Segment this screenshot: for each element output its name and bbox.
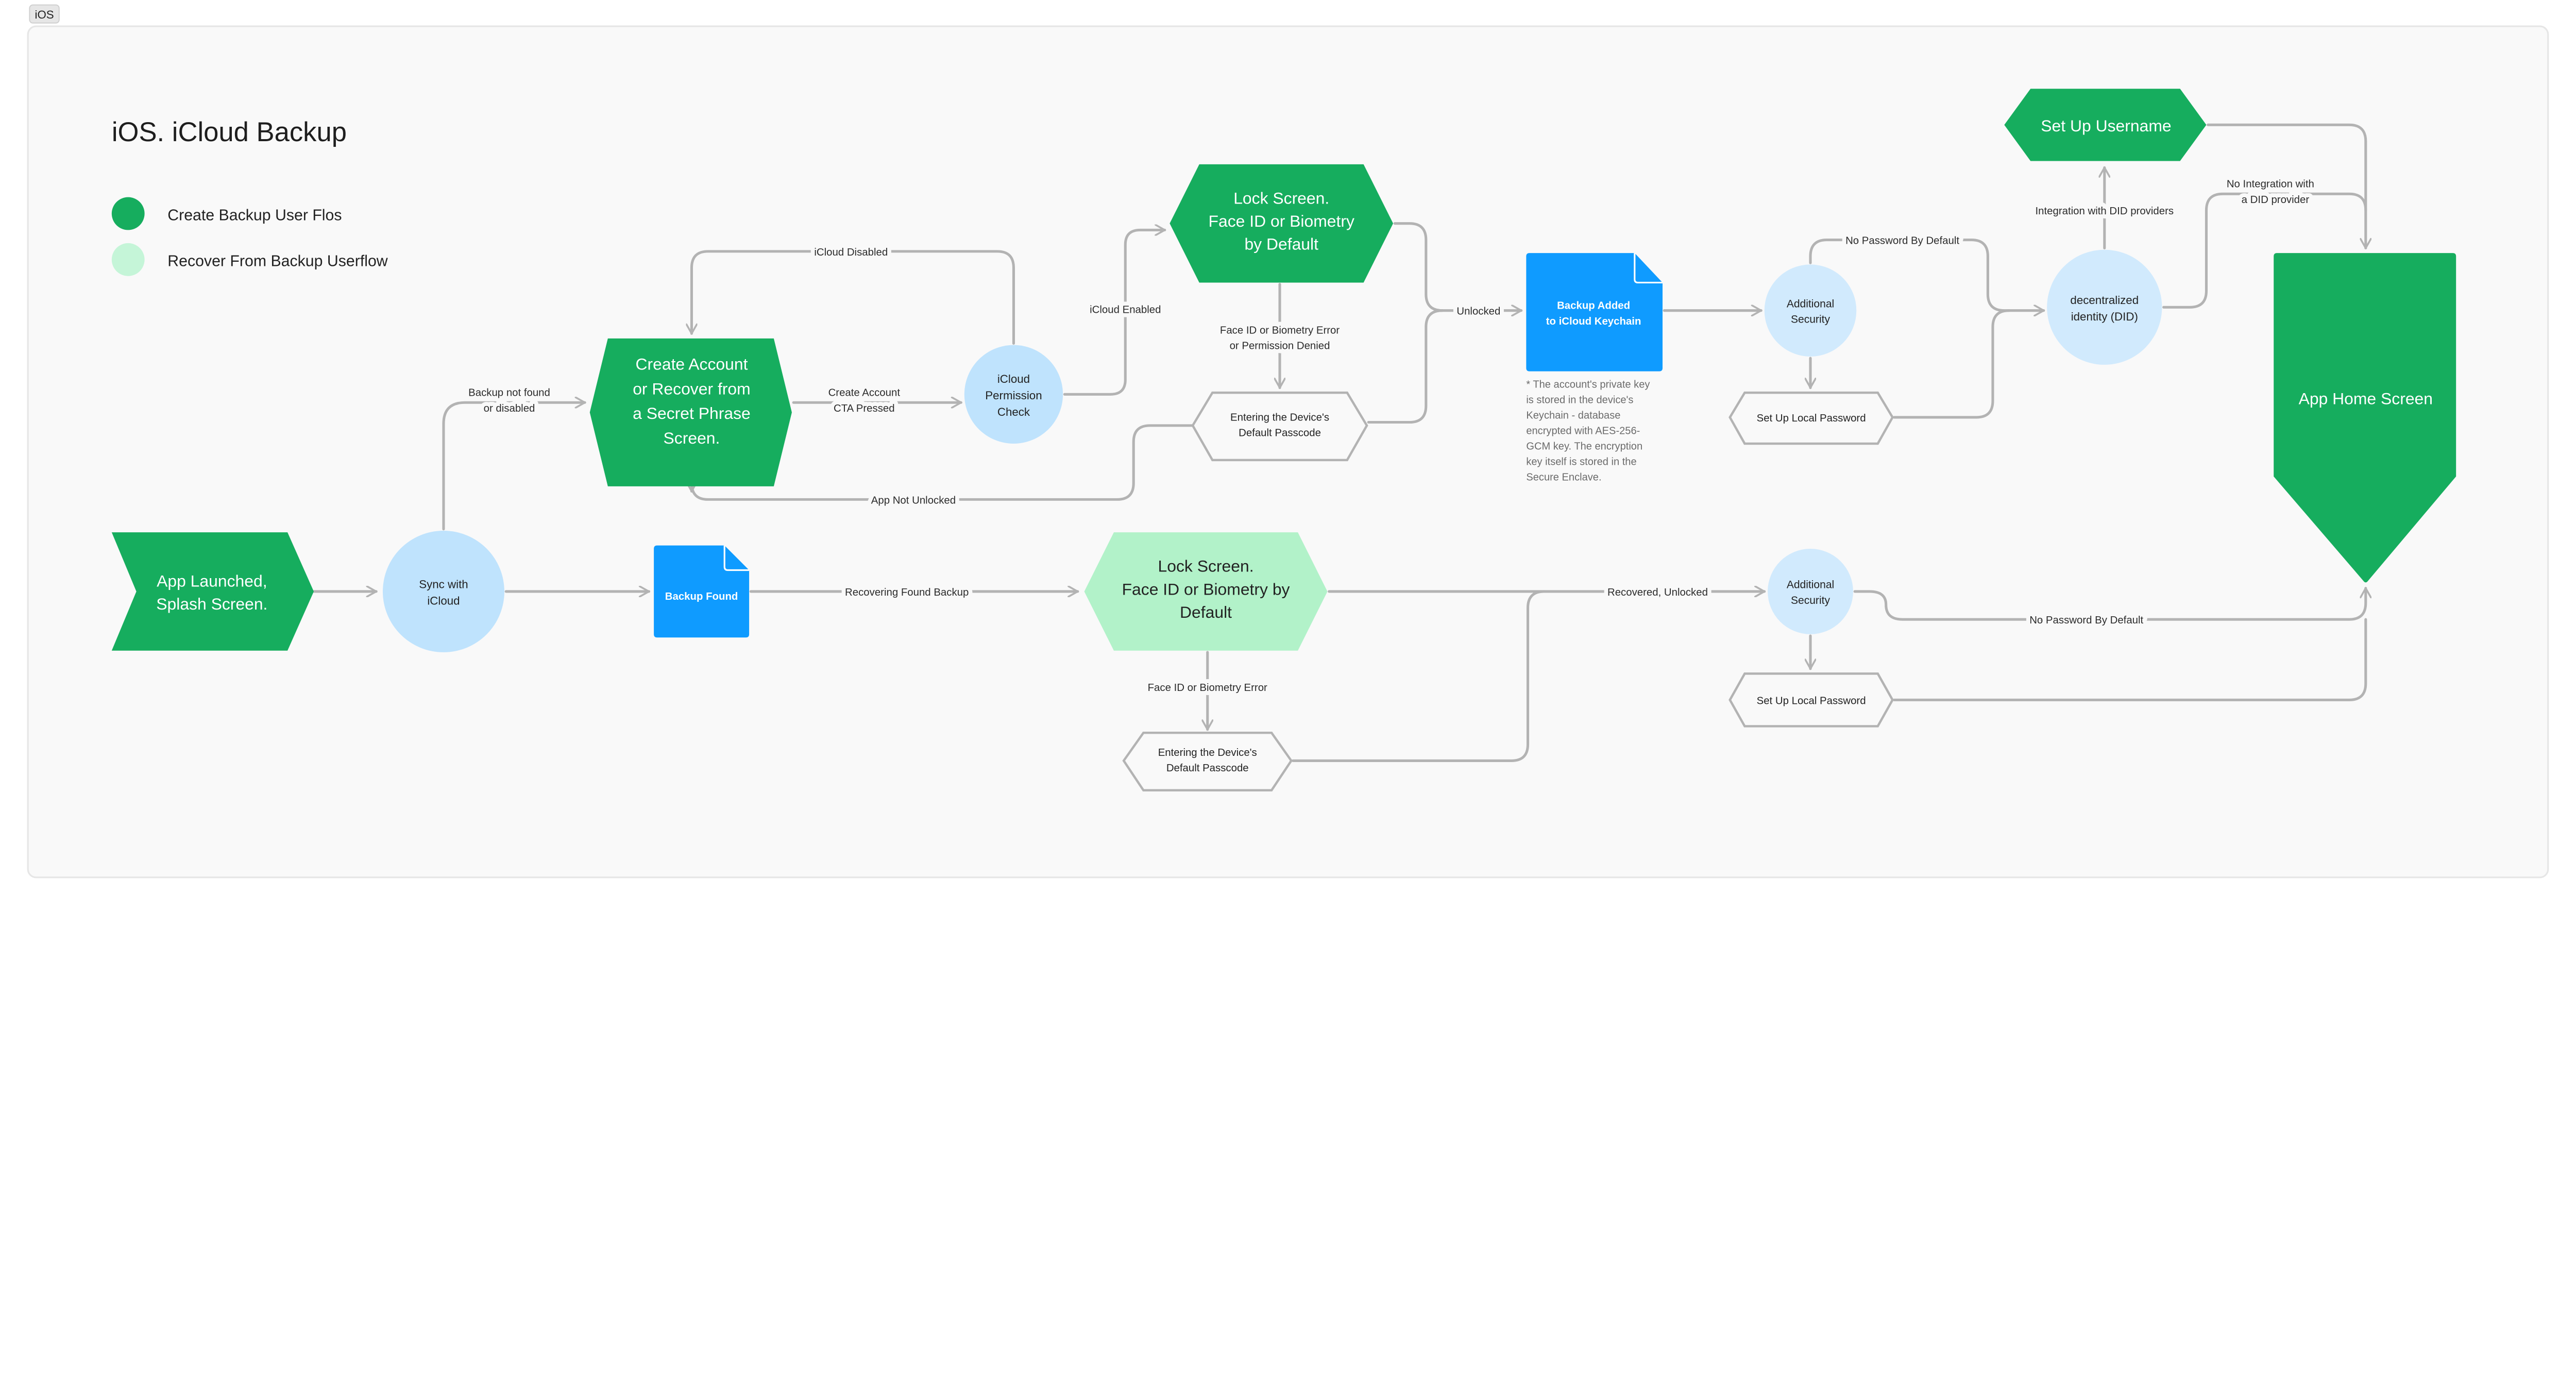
svg-text:Set Up Local Password: Set Up Local Password (1757, 695, 1866, 706)
document-fold-icon (1634, 253, 1663, 284)
node-local-password-create[interactable]: Set Up Local Password (1728, 391, 1894, 445)
label-recovering: Recovering Found Backup (845, 587, 969, 598)
edge-unlocked (1393, 222, 1523, 311)
label-no-password-recover: No Password By Default (2029, 615, 2143, 626)
svg-text:Set Up Username: Set Up Username (2041, 116, 2171, 135)
flow-diagram: iOS iOS. iCloud Backup Create Backup Use… (27, 4, 2549, 879)
svg-text:Set Up Local Password: Set Up Local Password (1757, 413, 1866, 424)
legend: Create Backup User Flos Recover From Bac… (111, 197, 388, 276)
svg-text:Lock Screen.Face ID or Biometr: Lock Screen.Face ID or Biometry byDefaul… (1122, 557, 1290, 621)
edge-passcode-unlocked (1367, 309, 1444, 424)
tab-ios[interactable]: iOS (29, 4, 60, 24)
label-icloud-disabled: iCloud Disabled (814, 247, 888, 258)
svg-text:Backup Found: Backup Found (665, 591, 738, 602)
node-app-launched[interactable]: App Launched,Splash Screen. (111, 532, 314, 651)
edge-no-password-create (1809, 239, 2045, 311)
edge-localpw-did (1893, 309, 2011, 419)
legend-create-label: Create Backup User Flos (167, 207, 342, 224)
edge-icloud-enabled (1063, 230, 1166, 396)
label-no-password-create: No Password By Default (1845, 235, 1959, 247)
connectors (312, 123, 2367, 762)
label-biometry-error-recover: Face ID or Biometry Error (1148, 682, 1267, 694)
node-set-up-username[interactable]: Set Up Username (2004, 89, 2207, 161)
edge-recover-passcode-unlocked (1291, 590, 1546, 762)
edge-no-password-recover (1853, 587, 2366, 621)
node-local-password-recover[interactable]: Set Up Local Password (1728, 672, 1894, 728)
legend-recover-label: Recover From Backup Userflow (167, 253, 388, 270)
node-app-home-screen[interactable]: App Home Screen (2274, 253, 2456, 583)
label-unlocked: Unlocked (1456, 306, 1500, 317)
edge-sync-createaccount (442, 402, 586, 531)
label-did-integration: Integration with DID providers (2035, 206, 2174, 217)
edge-username-home (2207, 123, 2366, 250)
edge-app-not-unlocked (691, 424, 1194, 501)
label-icloud-enabled: iCloud Enabled (1090, 304, 1161, 315)
svg-text:App Home Screen: App Home Screen (2299, 389, 2433, 408)
label-app-not-unlocked: App Not Unlocked (871, 495, 956, 506)
edge-icloud-disabled (691, 250, 1015, 345)
tab-label: iOS (35, 8, 54, 21)
node-backup-found[interactable]: Backup Found (654, 545, 750, 638)
legend-create-dot (111, 197, 145, 230)
edge-localpw-home-recover (1893, 618, 2367, 701)
svg-text:App Launched,Splash Screen.: App Launched,Splash Screen. (156, 571, 267, 613)
label-recovered: Recovered, Unlocked (1607, 587, 1708, 598)
page-title: iOS. iCloud Backup (112, 117, 347, 147)
document-fold-icon (723, 545, 750, 571)
edge-no-did (2162, 192, 2367, 309)
legend-recover-dot (111, 243, 145, 276)
